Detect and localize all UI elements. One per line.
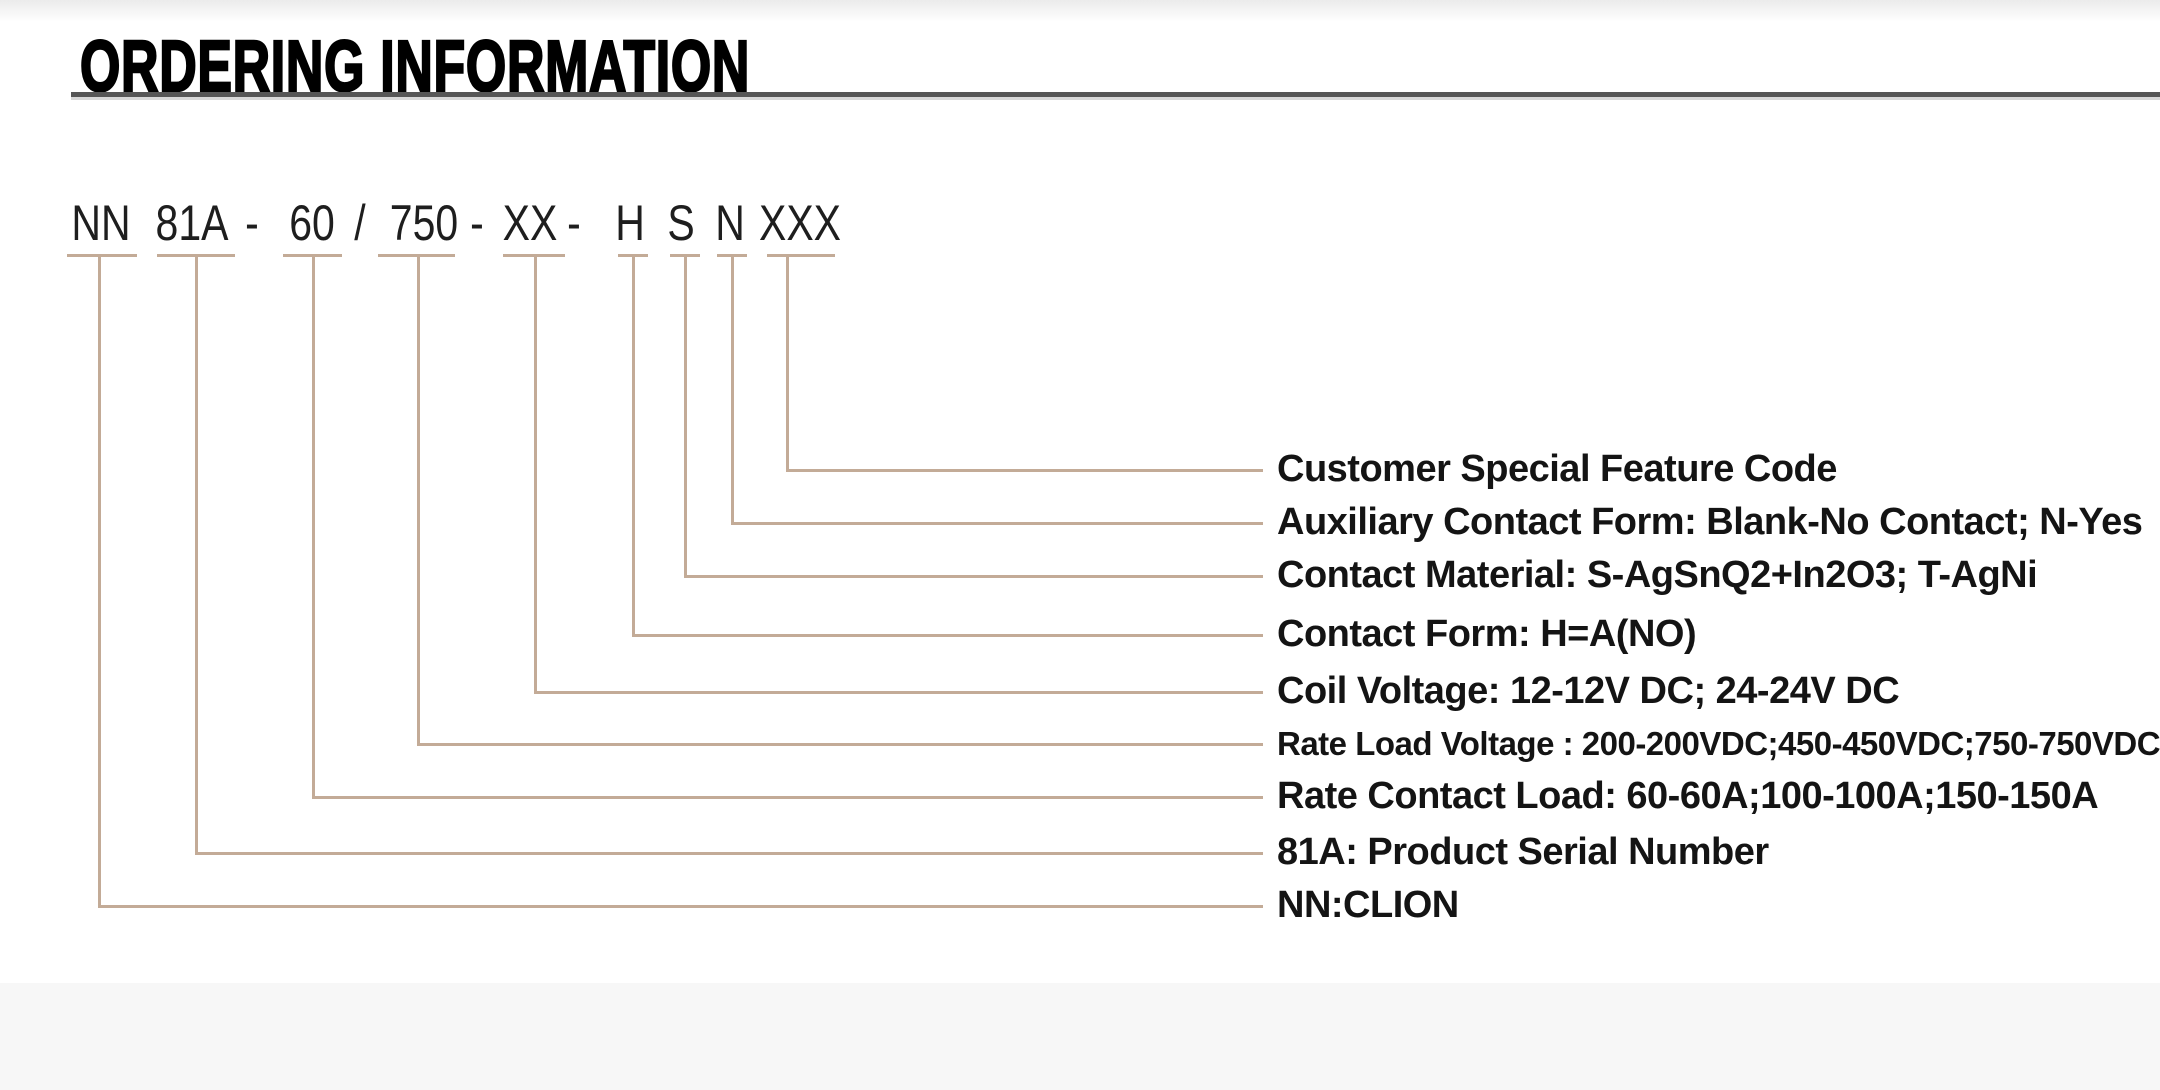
code-segment: 750 <box>389 195 459 251</box>
code-segment: 60 <box>289 195 335 251</box>
code-segment: NN <box>71 195 131 251</box>
code-tick-line <box>67 254 137 257</box>
part-meaning-label: Auxiliary Contact Form: Blank-No Contact… <box>1277 501 2143 544</box>
bottom-band <box>0 983 2160 1090</box>
connector-vertical-line <box>683 256 687 578</box>
connector-horizontal-line <box>683 574 1263 578</box>
connector-vertical-line <box>97 256 101 908</box>
connector-horizontal-line <box>533 690 1263 694</box>
part-meaning-label: Contact Material: S-AgSnQ2+In2O3; T-AgNi <box>1277 554 2038 597</box>
code-separator: - <box>245 195 259 251</box>
connector-horizontal-line <box>785 468 1263 472</box>
code-segment: S <box>667 195 695 251</box>
connector-vertical-line <box>416 256 420 746</box>
connector-horizontal-line <box>416 742 1263 746</box>
title-underline-rule <box>71 92 2160 97</box>
connector-horizontal-line <box>631 633 1263 637</box>
code-segment: XX <box>502 195 558 251</box>
part-meaning-label: Rate Load Voltage : 200-200VDC;450-450VD… <box>1277 724 2160 762</box>
code-segment: 81A <box>155 195 229 251</box>
part-meaning-label: Contact Form: H=A(NO) <box>1277 613 1697 656</box>
code-tick-line <box>157 254 235 257</box>
connector-vertical-line <box>311 256 315 799</box>
code-tick-line <box>503 254 565 257</box>
connector-horizontal-line <box>194 851 1263 855</box>
part-meaning-label: 81A: Product Serial Number <box>1277 831 1769 874</box>
connector-horizontal-line <box>311 795 1263 799</box>
code-separator: - <box>567 195 581 251</box>
code-separator: / <box>354 195 366 251</box>
code-tick-line <box>618 254 648 257</box>
part-meaning-label: Coil Voltage: 12-12V DC; 24-24V DC <box>1277 670 1900 713</box>
code-tick-line <box>378 254 455 257</box>
connector-vertical-line <box>730 256 734 525</box>
part-meaning-label: Customer Special Feature Code <box>1277 448 1837 491</box>
code-tick-line <box>670 254 700 257</box>
code-tick-line <box>767 254 835 257</box>
code-separator: - <box>470 195 484 251</box>
connector-horizontal-line <box>730 521 1263 525</box>
code-segment: N <box>715 195 745 251</box>
code-tick-line <box>717 254 747 257</box>
top-gradient <box>0 0 2160 22</box>
part-meaning-label: NN:CLION <box>1277 884 1459 927</box>
connector-vertical-line <box>631 256 635 637</box>
connector-horizontal-line <box>97 904 1263 908</box>
connector-vertical-line <box>194 256 198 855</box>
part-meaning-label: Rate Contact Load: 60-60A;100-100A;150-1… <box>1277 775 2099 818</box>
connector-vertical-line <box>533 256 537 694</box>
code-tick-line <box>283 254 342 257</box>
connector-vertical-line <box>785 256 789 472</box>
code-segment: XXX <box>758 195 842 251</box>
code-segment: H <box>615 195 645 251</box>
